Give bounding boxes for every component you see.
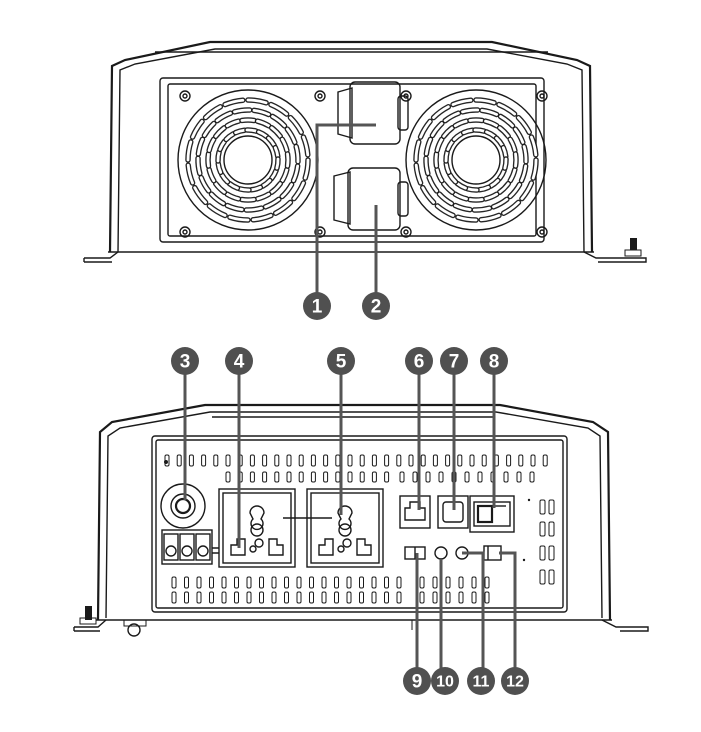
svg-text:8: 8 — [489, 352, 500, 373]
top-breaker-2 — [333, 167, 409, 231]
ground-screw-icon — [85, 606, 92, 620]
svg-text:2: 2 — [371, 297, 382, 318]
top-view-housing — [83, 40, 647, 263]
callout-badge-4: 4 — [225, 347, 253, 375]
top-breaker-1 — [337, 81, 409, 145]
callout-badge-6: 6 — [405, 347, 433, 375]
small-switch-12 — [483, 545, 502, 561]
callout-badge-1: 1 — [303, 292, 331, 320]
fan-grille-icon — [405, 89, 547, 231]
callout-badge-2: 2 — [362, 292, 390, 320]
ground-screw-icon — [630, 238, 637, 250]
small-switch-9 — [404, 546, 426, 560]
callout-badge-12: 12 — [501, 667, 529, 695]
callout-badge-5: 5 — [327, 347, 355, 375]
callout-badge-10: 10 — [431, 667, 459, 695]
terminal-block-icon — [161, 529, 236, 565]
svg-text:6: 6 — [414, 352, 425, 373]
svg-text:3: 3 — [180, 352, 191, 373]
svg-text:12: 12 — [506, 674, 524, 691]
ventilation-slots — [164, 454, 555, 604]
svg-text:1: 1 — [312, 297, 323, 318]
svg-text:11: 11 — [473, 674, 490, 691]
power-knob — [160, 483, 206, 529]
svg-text:10: 10 — [436, 674, 454, 691]
ac-socket-icon — [306, 488, 384, 568]
rocker-switch-icon — [469, 495, 515, 533]
svg-text:7: 7 — [449, 352, 460, 373]
callout-badges: 1 2 3 4 5 6 7 8 — [171, 292, 529, 695]
led-10 — [434, 546, 448, 560]
leader-lines — [183, 123, 517, 676]
callout-badge-9: 9 — [403, 667, 431, 695]
callout-badge-3: 3 — [171, 347, 199, 375]
callout-badge-8: 8 — [480, 347, 508, 375]
rj-port-icon — [399, 495, 431, 529]
svg-text:4: 4 — [234, 352, 245, 373]
svg-text:9: 9 — [412, 672, 423, 693]
callout-badge-7: 7 — [440, 347, 468, 375]
fan-grille-icon — [177, 89, 319, 231]
ac-socket-icon — [218, 488, 296, 568]
callout-badge-11: 11 — [467, 667, 495, 695]
svg-text:5: 5 — [336, 352, 347, 373]
front-view-housing — [73, 403, 649, 637]
